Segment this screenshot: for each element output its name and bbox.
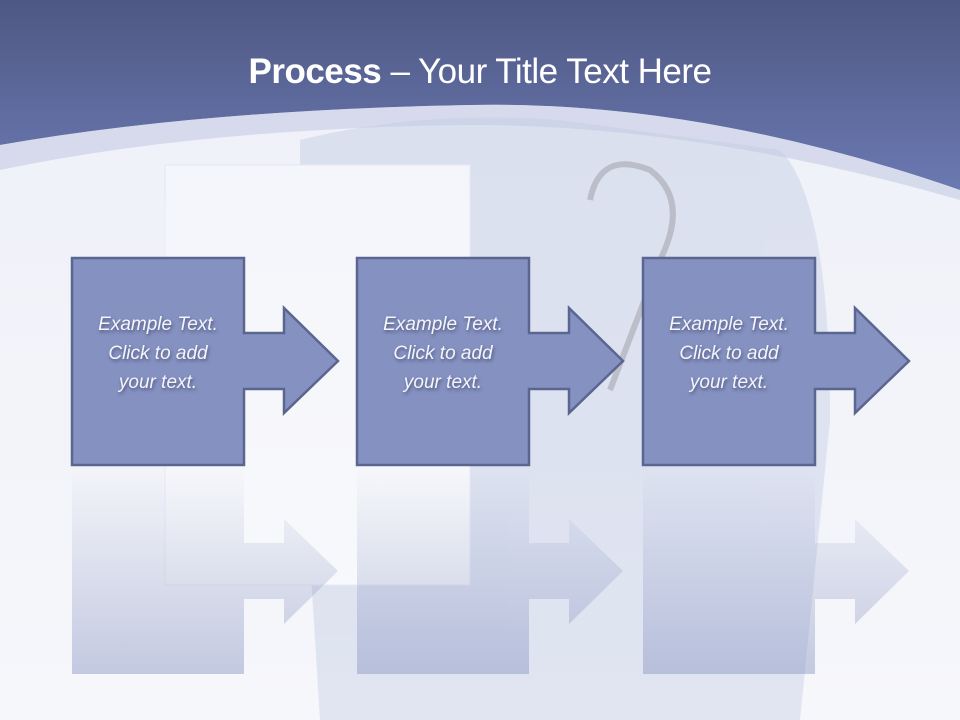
step-1-line-3: your text. [118,372,198,393]
step-1-line-2: Click to add [108,343,208,364]
step-2-reflection [357,467,623,674]
step-2-line-3: your text. [403,372,483,393]
step-3-reflection [643,467,909,674]
step-2-line-1: Example Text. [383,314,503,335]
step-3-arrow-box[interactable] [641,256,911,467]
step-1-text[interactable]: Example Text. Click to add your text. [72,310,244,397]
step-3-line-3: your text. [689,372,769,393]
step-1-line-1: Example Text. [98,314,218,335]
step-2-arrow-box[interactable] [355,256,625,467]
header-band [0,0,960,190]
step-3-line-1: Example Text. [669,314,789,335]
step-1-reflection [72,467,338,674]
slide-title[interactable]: Process – Your Title Text Here [0,52,960,92]
step-1-arrow-box[interactable] [70,256,340,467]
title-rest: – Your Title Text Here [381,52,712,91]
step-3-line-2: Click to add [679,343,779,364]
step-2-line-2: Click to add [393,343,493,364]
step-3-text[interactable]: Example Text. Click to add your text. [643,310,815,397]
title-bold: Process [248,52,382,91]
step-2-text[interactable]: Example Text. Click to add your text. [357,310,529,397]
